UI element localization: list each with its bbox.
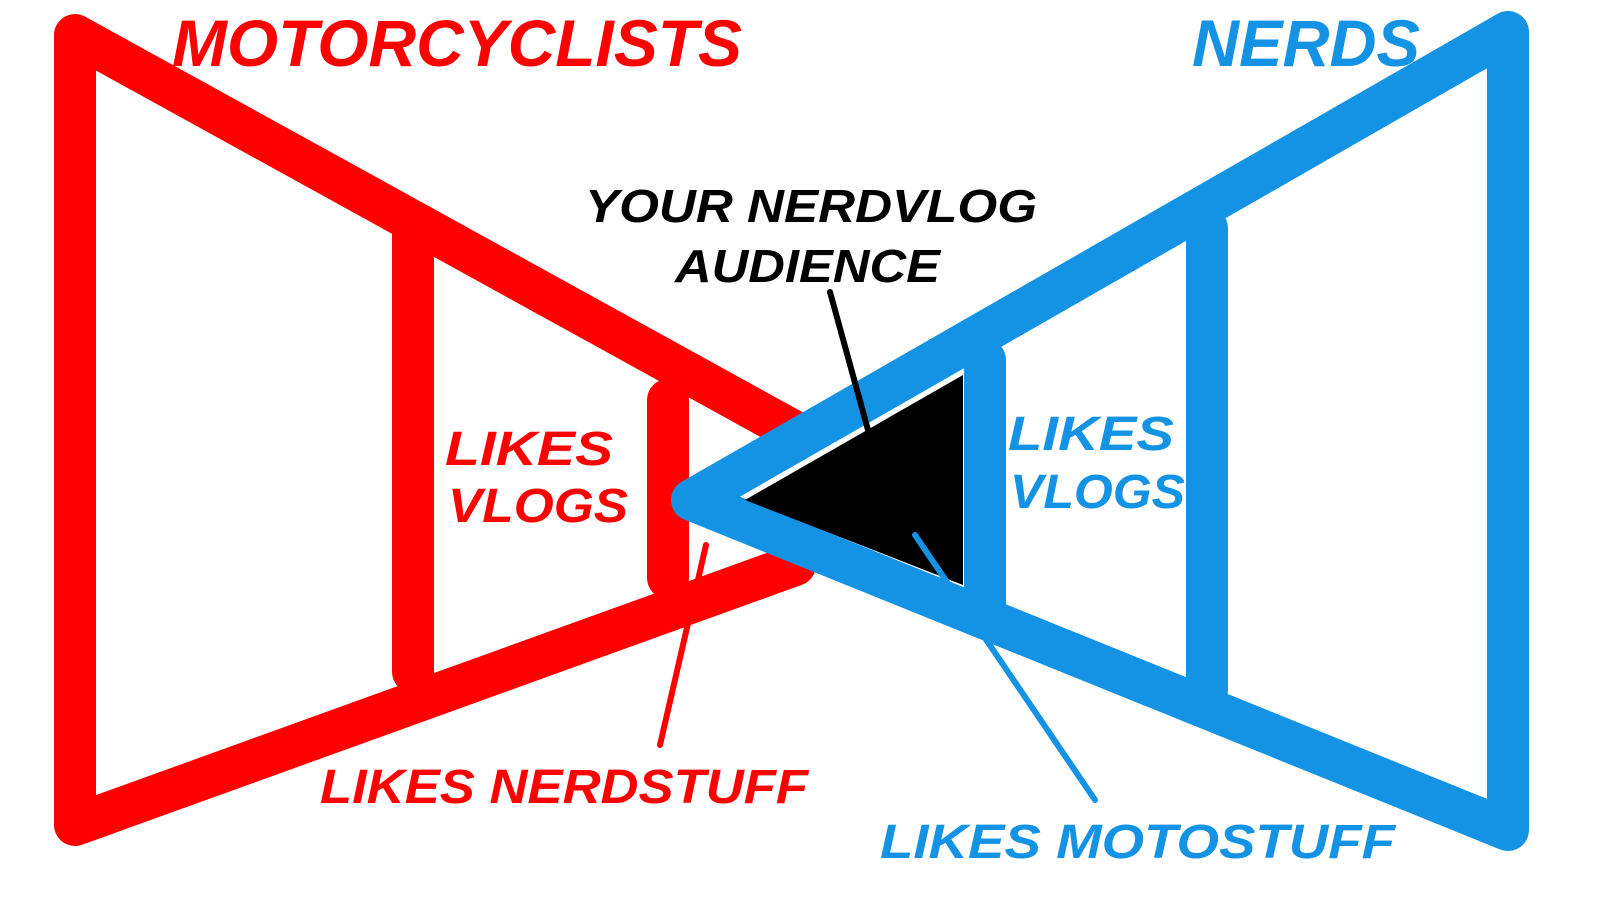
nerds-outline bbox=[671, 11, 1529, 851]
likes-nerdstuff-label: Likes Nerdstuff bbox=[320, 761, 810, 814]
red-likes-vlogs-line2: Vlogs bbox=[448, 480, 628, 533]
nerds-title: Nerds bbox=[1192, 6, 1420, 80]
motorcyclists-funnel bbox=[54, 14, 816, 846]
nerdstuff-pointer bbox=[657, 542, 709, 748]
audience-pointer bbox=[827, 289, 871, 433]
blue-likes-vlogs-line1: Likes bbox=[1008, 408, 1174, 461]
audience-label-line2: Audience bbox=[674, 240, 942, 292]
audience-triangle bbox=[745, 375, 963, 585]
likes-motostuff-label: Likes Motostuff bbox=[880, 816, 1397, 869]
motostuff-pointer bbox=[912, 532, 1098, 803]
red-likes-vlogs-line1: Likes bbox=[445, 423, 613, 476]
motorcyclists-outline bbox=[54, 14, 816, 846]
blue-likes-vlogs-line2: Vlogs bbox=[1010, 466, 1185, 519]
nerds-funnel bbox=[671, 11, 1529, 851]
audience-label-line1: Your Nerdvlog bbox=[585, 180, 1037, 232]
motorcyclists-title: Motorcyclists bbox=[172, 6, 742, 80]
